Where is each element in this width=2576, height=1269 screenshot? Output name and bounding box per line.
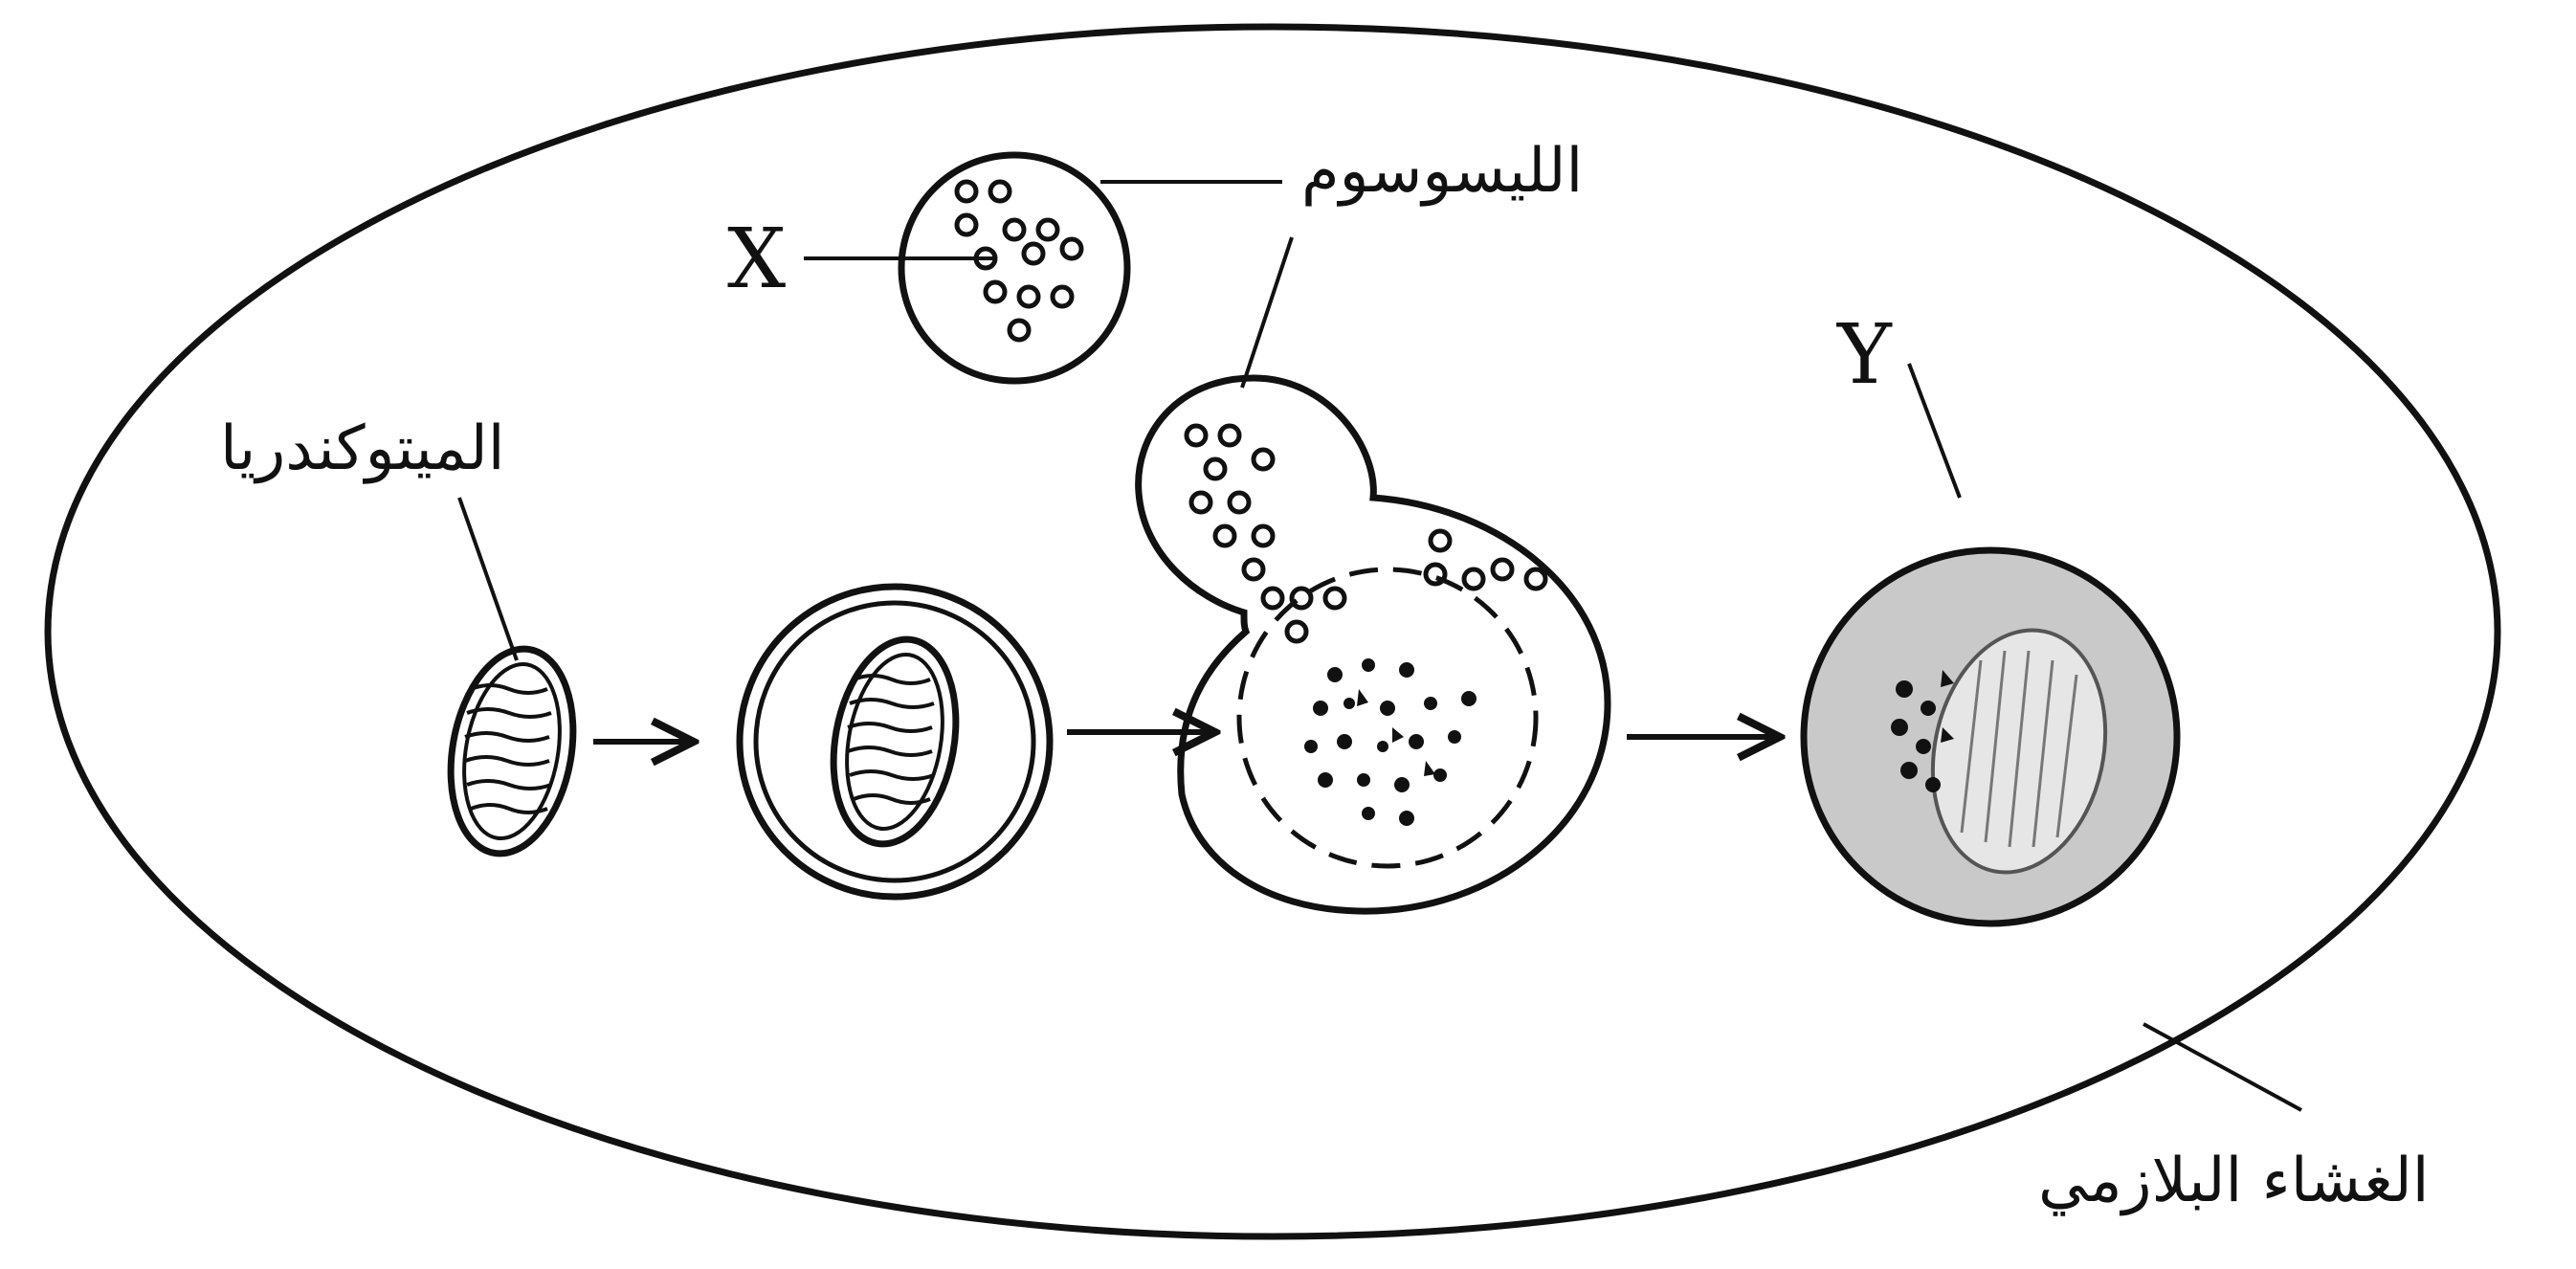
digested-material [1304, 658, 1477, 826]
membrane-pointer-line [2143, 1022, 2302, 1112]
fusion-enzymes [1184, 423, 1548, 644]
autophagosome [736, 583, 1054, 901]
y-pointer-line [1907, 363, 1962, 499]
cell-membrane [44, 23, 2501, 1240]
residual-body [1800, 546, 2181, 927]
mitochondrion [447, 645, 577, 857]
mitochondria-pointer-line [457, 497, 519, 661]
label-y: Y [1836, 307, 1893, 403]
lysosome-enzymes [954, 179, 1084, 343]
mitochondrion-cristae [464, 683, 552, 814]
label-mitochondria: الميتوكندريا [220, 413, 505, 484]
fusion-vesicle [1135, 374, 1611, 915]
residual-striations [1960, 650, 2078, 848]
label-x: X [727, 212, 786, 307]
residual-fragments [1891, 670, 1954, 792]
lysosome-small [898, 151, 1131, 385]
label-lysosome: الليسوسوم [1301, 136, 1583, 207]
label-plasma-membrane: الغشاء البلازمي [2038, 1146, 2430, 1216]
lysosome-pointer-bottom [1240, 236, 1294, 389]
